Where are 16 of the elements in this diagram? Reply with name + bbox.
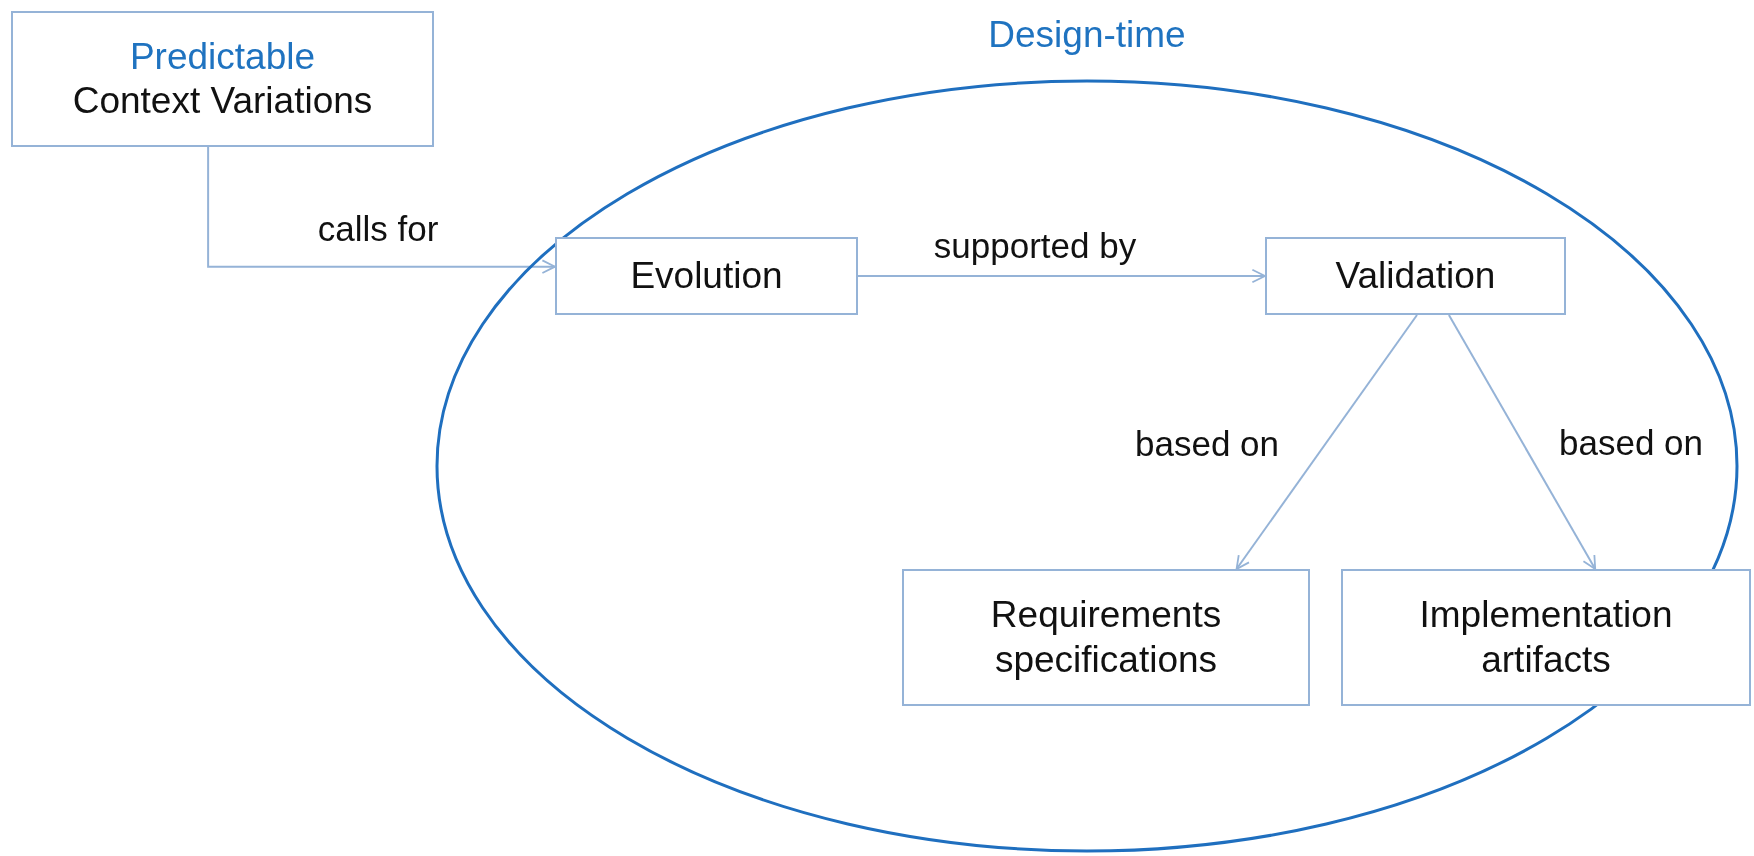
region-title: Design-time	[987, 14, 1187, 56]
box-text: Validation	[1335, 253, 1496, 298]
concept-box	[1341, 569, 1751, 706]
concept-box	[902, 569, 1310, 706]
box-heading: Predictable	[129, 34, 316, 79]
arrow	[1235, 314, 1418, 570]
box-text: Requirements specifications	[989, 593, 1223, 682]
arrow	[1447, 314, 1597, 570]
box-text: Evolution	[630, 253, 783, 298]
box-text: Implementation artifacts	[1418, 593, 1674, 682]
concept-box	[1265, 237, 1566, 315]
concept-box	[555, 237, 858, 315]
arrow	[207, 146, 556, 274]
concept-box	[11, 11, 434, 147]
box-text: Context Variations	[72, 79, 373, 123]
arrow	[857, 268, 1266, 284]
